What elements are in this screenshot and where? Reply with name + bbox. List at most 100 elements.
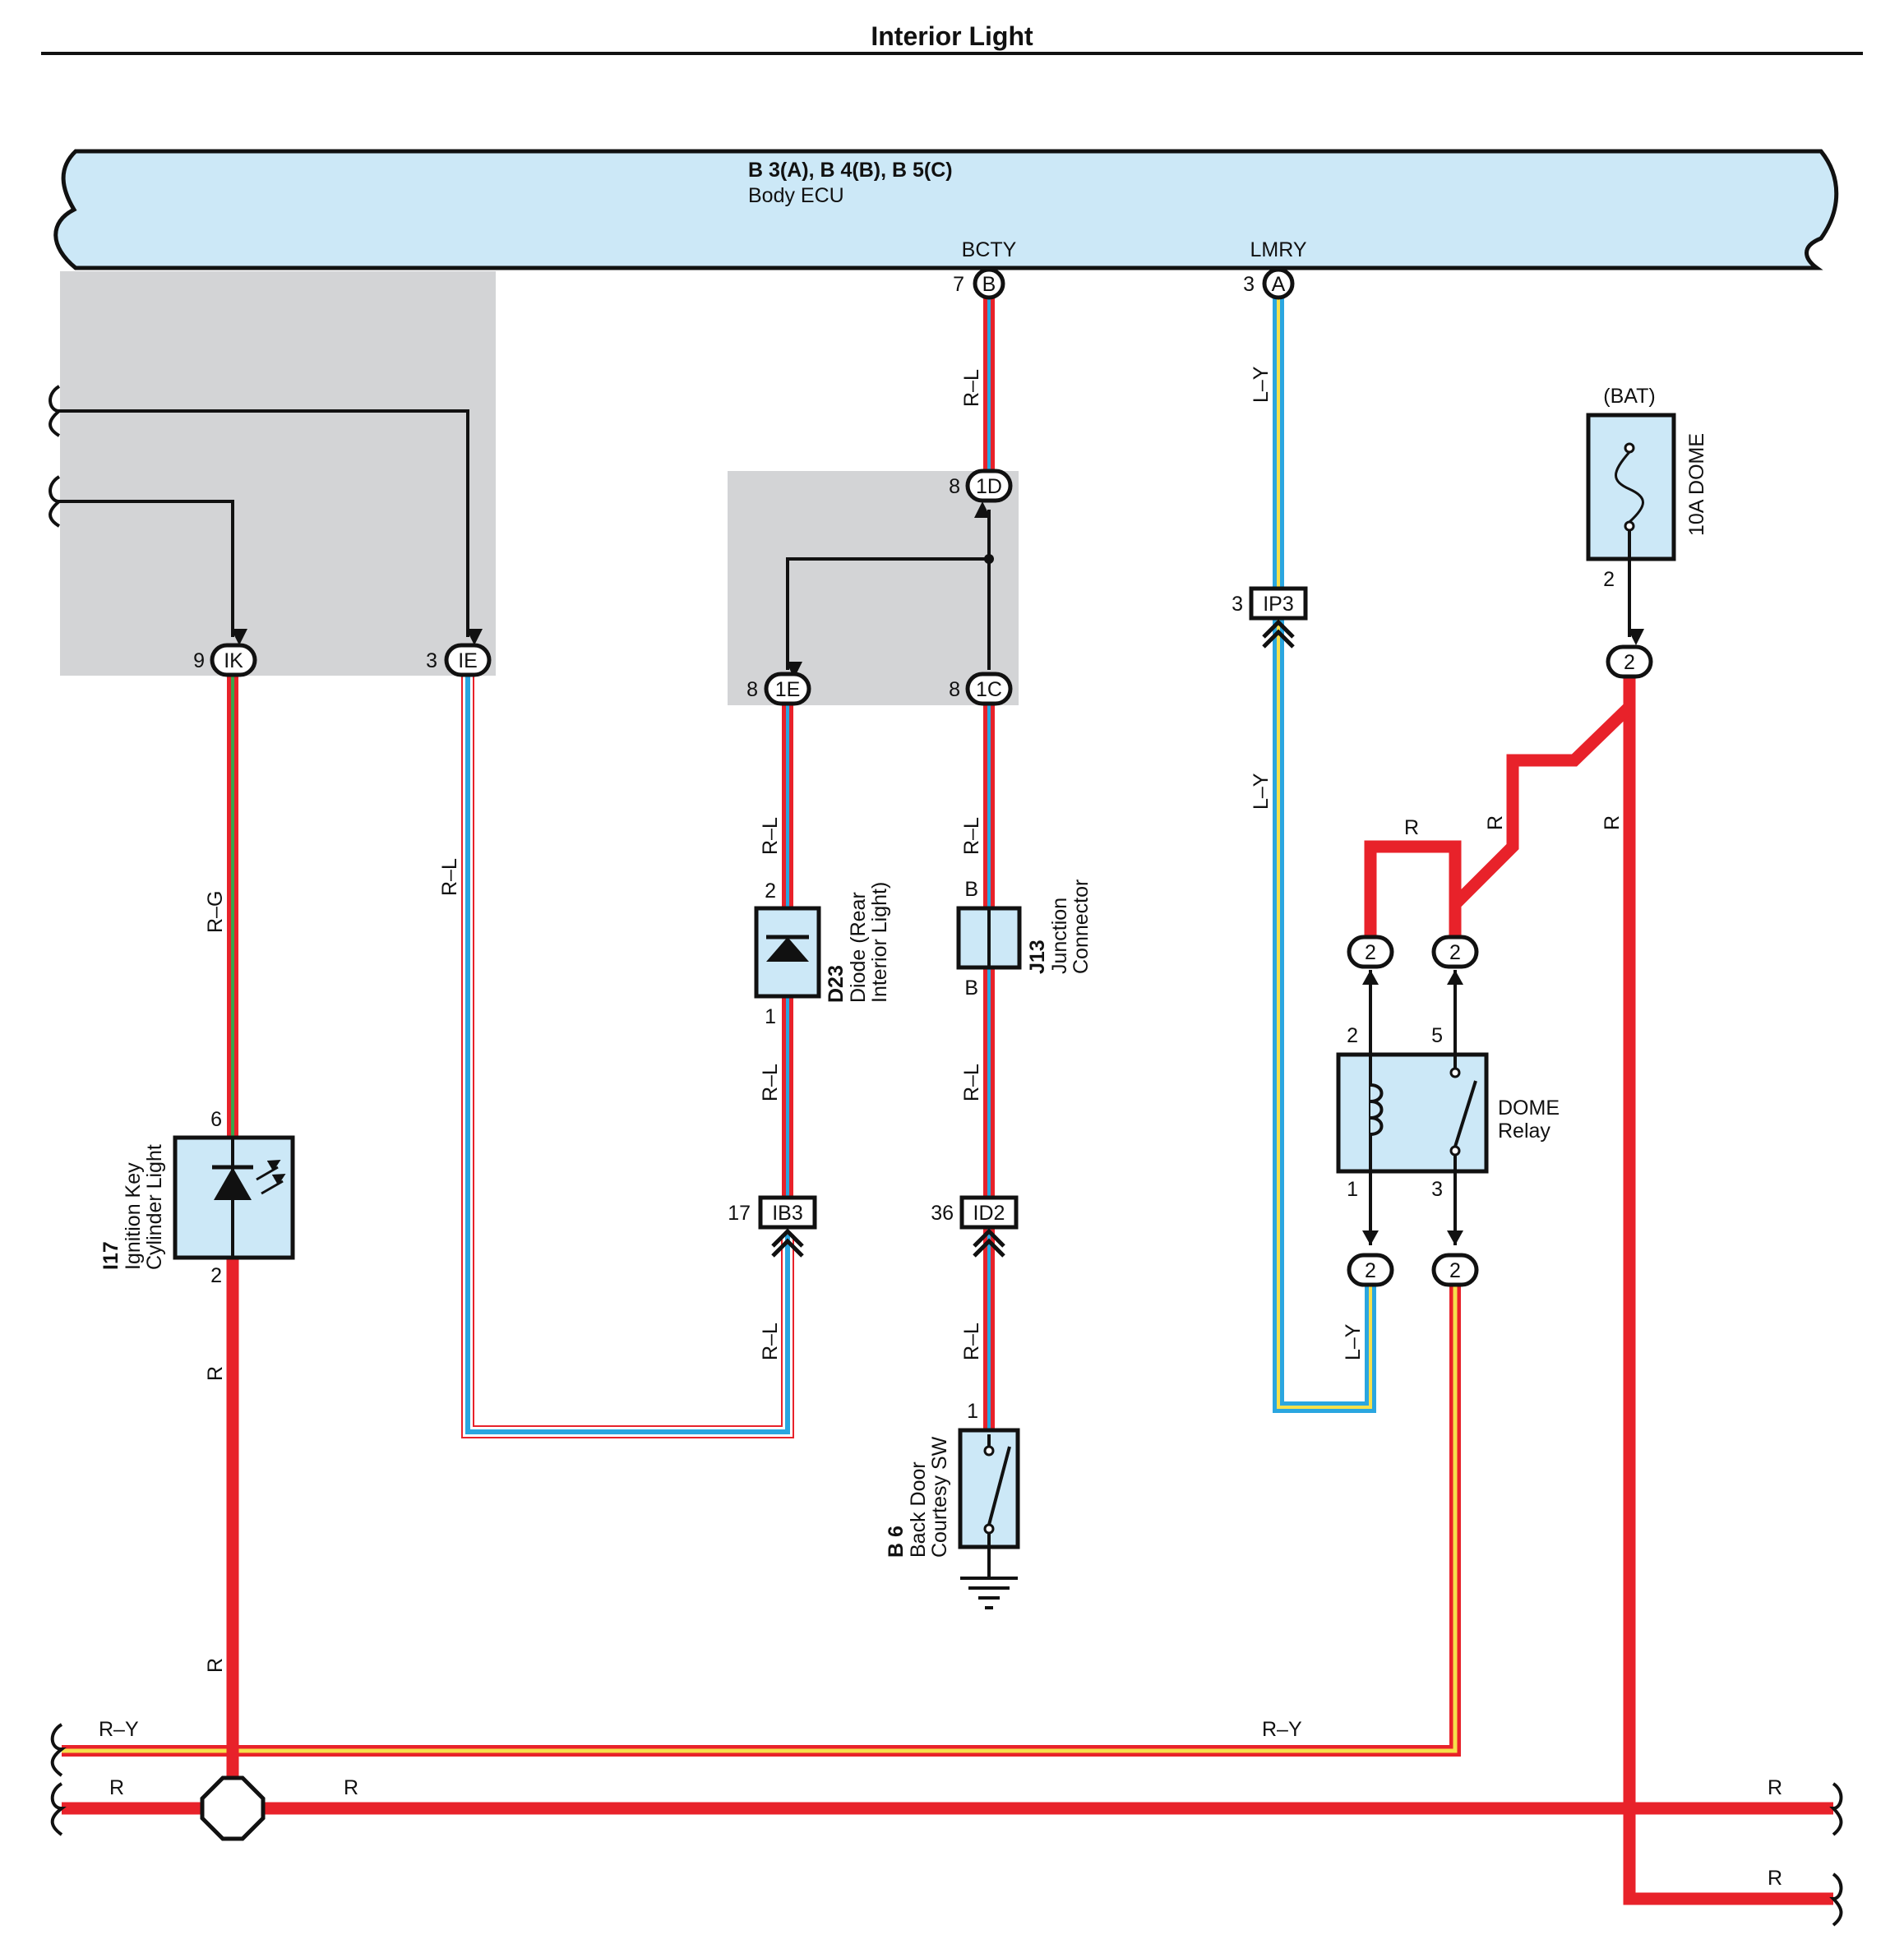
break-mark-6 xyxy=(1829,1872,1843,1927)
svg-text:J13: J13 xyxy=(1026,940,1049,974)
svg-text:L–Y: L–Y xyxy=(1250,773,1273,810)
connector-ecu-a: A 3 xyxy=(1243,267,1295,300)
svg-text:5: 5 xyxy=(1431,1024,1443,1047)
svg-text:1: 1 xyxy=(765,1005,776,1028)
svg-text:7: 7 xyxy=(953,273,964,296)
break-mark-3 xyxy=(50,1723,67,1777)
break-mark-1 xyxy=(49,385,64,437)
ecu-code: B 3(A), B 4(B), B 5(C) xyxy=(748,159,953,182)
svg-text:2: 2 xyxy=(1347,1024,1358,1047)
wire-labels: R–L L–Y L–Y R–G R–L R–L R–L R–L R–L R–L … xyxy=(99,366,1782,1890)
svg-text:I17: I17 xyxy=(99,1241,122,1270)
svg-text:2: 2 xyxy=(1603,568,1615,591)
svg-text:Interior Light): Interior Light) xyxy=(868,882,891,1003)
svg-text:IE: IE xyxy=(458,649,478,672)
svg-text:Junction: Junction xyxy=(1048,898,1071,974)
connector-ie: IE 3 xyxy=(426,643,492,677)
svg-text:R: R xyxy=(204,1366,227,1381)
svg-text:IK: IK xyxy=(224,649,243,672)
diode-d23: 2 1 D23 Diode (Rear Interior Light) xyxy=(754,880,891,1028)
svg-text:R–L: R–L xyxy=(759,817,782,855)
connector-relay-2-top: 2 xyxy=(1347,935,1394,969)
svg-text:R–L: R–L xyxy=(960,1323,983,1360)
svg-text:R: R xyxy=(204,1658,227,1673)
wire-r xyxy=(62,672,1833,1905)
svg-text:1: 1 xyxy=(967,1400,978,1423)
svg-text:R: R xyxy=(1601,815,1624,830)
connector-id2: ID2 36 xyxy=(931,1195,1019,1258)
junction-shade-center xyxy=(728,471,1019,705)
svg-text:R: R xyxy=(109,1776,124,1799)
wire-rl-ie xyxy=(461,674,794,1438)
svg-text:2: 2 xyxy=(1624,651,1635,674)
svg-text:3: 3 xyxy=(1243,273,1255,296)
splice-octagon xyxy=(200,1775,266,1841)
svg-text:B: B xyxy=(964,878,978,901)
svg-text:1D: 1D xyxy=(976,475,1002,498)
connector-1c: 1C 8 xyxy=(949,672,1013,706)
svg-text:B 6: B 6 xyxy=(885,1526,908,1558)
svg-text:R–Y: R–Y xyxy=(1262,1718,1302,1741)
svg-text:DOME: DOME xyxy=(1498,1097,1560,1120)
svg-text:R–L: R–L xyxy=(960,369,983,407)
svg-text:D23: D23 xyxy=(825,965,848,1003)
svg-text:1E: 1E xyxy=(775,678,801,701)
svg-text:2: 2 xyxy=(1449,1259,1461,1282)
svg-text:L–Y: L–Y xyxy=(1250,366,1273,403)
svg-text:R–Y: R–Y xyxy=(99,1718,139,1741)
svg-text:17: 17 xyxy=(728,1202,751,1225)
body-ecu-box xyxy=(53,149,1839,270)
svg-text:IP3: IP3 xyxy=(1263,593,1294,616)
wire-ry xyxy=(62,1285,1461,1757)
connector-relay-3-bottom: 2 xyxy=(1431,1253,1479,1287)
svg-text:Diode (Rear: Diode (Rear xyxy=(847,892,870,1003)
svg-text:A: A xyxy=(1272,273,1286,296)
svg-text:2: 2 xyxy=(1365,1259,1376,1282)
svg-text:8: 8 xyxy=(949,678,960,701)
break-mark-4 xyxy=(50,1782,67,1836)
svg-text:B: B xyxy=(982,273,996,296)
wire-ly xyxy=(1273,296,1376,1413)
page-title: Interior Light xyxy=(871,21,1033,51)
svg-text:R: R xyxy=(1484,815,1507,830)
svg-text:IB3: IB3 xyxy=(772,1202,803,1225)
svg-text:Cylinder Light: Cylinder Light xyxy=(143,1144,166,1270)
dome-relay: 2 5 1 3 DOME Relay xyxy=(1336,970,1560,1245)
svg-text:R–L: R–L xyxy=(759,1064,782,1101)
internal-splice xyxy=(984,554,994,564)
svg-text:6: 6 xyxy=(210,1108,222,1131)
svg-text:R–L: R–L xyxy=(960,817,983,855)
svg-text:R–L: R–L xyxy=(759,1323,782,1360)
connector-1e: 1E 8 xyxy=(746,672,811,706)
break-mark-5 xyxy=(1829,1782,1843,1836)
svg-text:8: 8 xyxy=(949,475,960,498)
svg-text:9: 9 xyxy=(193,649,205,672)
svg-text:3: 3 xyxy=(1431,1178,1443,1201)
svg-text:Relay: Relay xyxy=(1498,1120,1550,1143)
svg-text:2: 2 xyxy=(1449,941,1461,964)
svg-text:L–Y: L–Y xyxy=(1342,1323,1365,1360)
connector-ip3: IP3 3 xyxy=(1232,586,1308,649)
svg-text:3: 3 xyxy=(1232,593,1243,616)
ecu-name: Body ECU xyxy=(748,184,844,207)
svg-text:R: R xyxy=(1768,1867,1782,1890)
connector-1d: 1D 8 xyxy=(949,469,1013,503)
svg-text:Ignition Key: Ignition Key xyxy=(122,1162,145,1270)
svg-text:3: 3 xyxy=(426,649,437,672)
svg-text:R–L: R–L xyxy=(960,1064,983,1101)
break-mark-2 xyxy=(49,475,64,528)
svg-text:2: 2 xyxy=(210,1264,222,1287)
connector-fuse-out: 2 xyxy=(1606,644,1653,679)
connector-ik: IK 9 xyxy=(193,643,257,677)
svg-text:R–G: R–G xyxy=(204,891,227,933)
ecu-pin-bcty: BCTY xyxy=(962,238,1017,261)
svg-text:R: R xyxy=(1404,816,1419,839)
svg-text:ID2: ID2 xyxy=(973,1202,1005,1225)
connector-relay-5-top: 2 xyxy=(1431,935,1479,969)
connector-ib3: IB3 17 xyxy=(728,1195,817,1258)
svg-text:(BAT): (BAT) xyxy=(1603,385,1655,408)
svg-text:2: 2 xyxy=(1365,941,1376,964)
svg-text:10A DOME: 10A DOME xyxy=(1685,433,1708,536)
svg-text:R–L: R–L xyxy=(438,858,461,896)
